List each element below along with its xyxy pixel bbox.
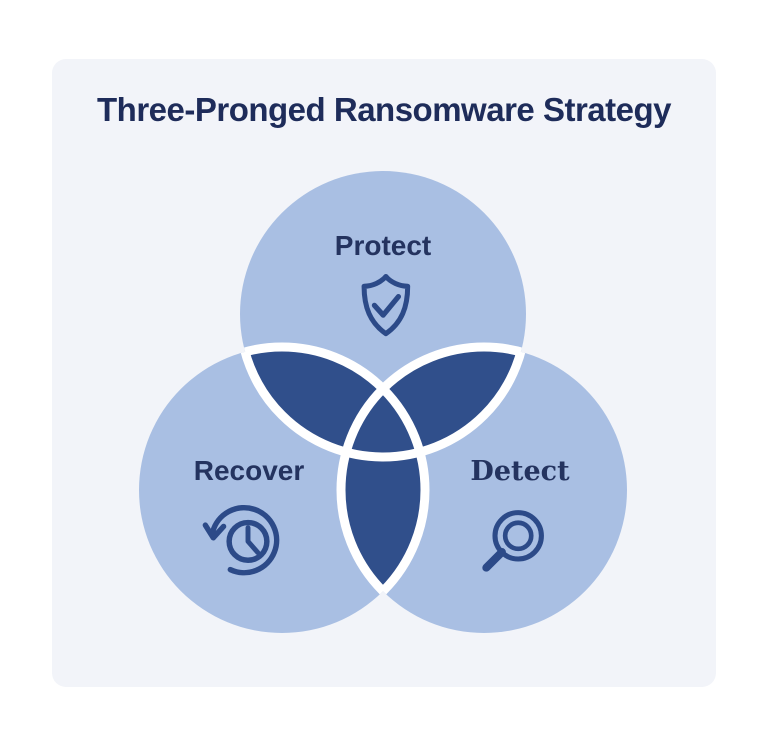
shield-check-icon bbox=[361, 273, 411, 337]
venn-diagram: Protect Recover Detect bbox=[139, 171, 627, 633]
page-title: Three-Pronged Ransomware Strategy bbox=[97, 91, 672, 128]
detect-circle-outline bbox=[336, 342, 526, 633]
protect-recover-overlap bbox=[240, 347, 425, 457]
protect-circle-outline bbox=[235, 347, 531, 462]
magnifying-glass-icon bbox=[482, 510, 544, 572]
recover-circle-outline bbox=[240, 342, 430, 633]
clock-restore-icon bbox=[202, 504, 280, 576]
detect-label: Detect bbox=[470, 456, 570, 487]
protect-label: Protect bbox=[335, 230, 431, 261]
protect-detect-overlap bbox=[341, 347, 526, 457]
recover-label: Recover bbox=[194, 455, 305, 486]
strategy-card: Three-Pronged Ransomware Strategy bbox=[52, 59, 716, 687]
